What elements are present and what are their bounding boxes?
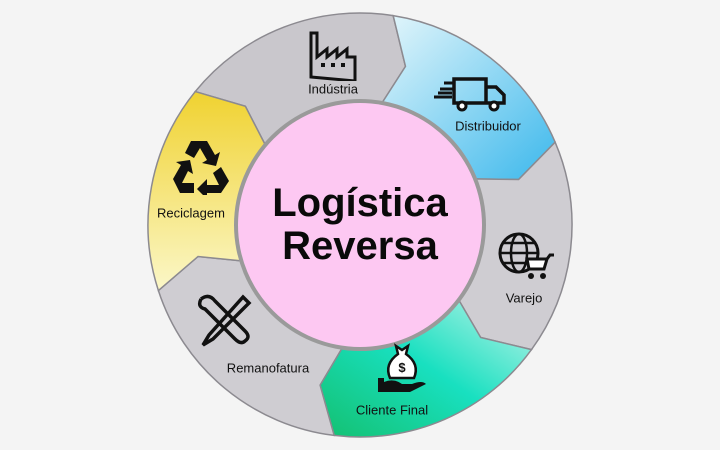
- recycle-icon: [173, 141, 229, 195]
- factory-icon: [309, 31, 357, 81]
- delivery-truck-icon: [434, 77, 506, 112]
- diagram-title: Logística Reversa: [272, 182, 448, 268]
- segment-label-varejo: Varejo: [505, 290, 543, 306]
- svg-text:$: $: [398, 360, 406, 375]
- globe-cart-icon: [498, 232, 554, 279]
- segment-label-distribuidor: Distribuidor: [455, 118, 521, 134]
- segment-label-reciclagem: Reciclagem: [157, 205, 225, 221]
- segment-label-industria: Indústria: [308, 81, 358, 97]
- money-bag-hand-icon: $: [378, 343, 426, 392]
- center-circle: [238, 103, 482, 347]
- title-line-1: Logística: [272, 181, 448, 225]
- segment-label-remanofatura: Remanofatura: [226, 360, 310, 376]
- segment-label-cliente-final: Cliente Final: [355, 402, 429, 418]
- tools-icon: [197, 294, 252, 347]
- title-line-2: Reversa: [282, 224, 438, 268]
